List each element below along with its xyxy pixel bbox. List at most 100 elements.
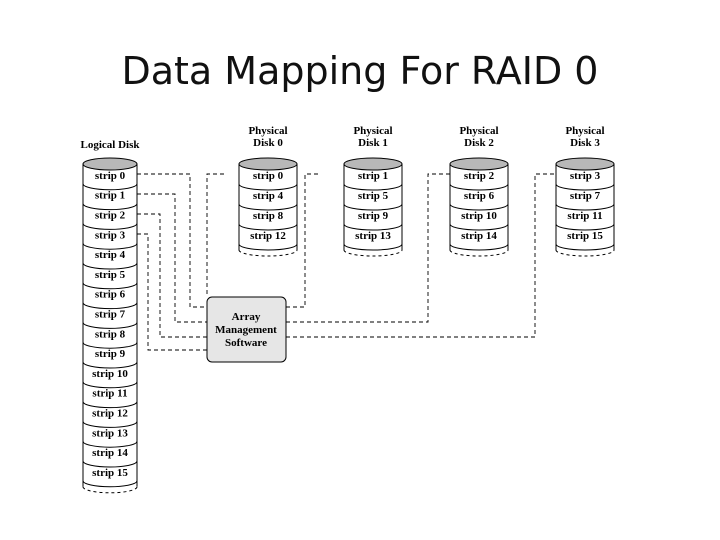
physical-disk-2-row-divider [449,223,509,231]
physical-disk-0-bottom-edge [238,249,298,257]
physical-disk-0-label-line2: Disk 0 [253,137,283,149]
physical-disk-1-strip-label: strip 1 [358,170,388,182]
connector-strip3 [137,233,207,351]
connector-strip1 [137,193,207,323]
physical-disk-1: strip 1 strip 5 strip 9 strip 13 [343,157,403,257]
physical-disk-3-row-divider [555,223,615,231]
physical-disk-3-strip-label: strip 15 [567,230,603,242]
logical-disk-strip-label: strip 12 [92,408,128,420]
logical-disk-strip-label: strip 7 [95,309,126,321]
logical-disk-row-divider [82,401,138,409]
logical-disk-label: Logical Disk [81,139,141,151]
logical-disk-bottom-edge [82,486,138,494]
connector-disk3 [286,173,558,338]
logical-disk-strip-label: strip 11 [92,388,127,400]
physical-disk-1-strip-label: strip 13 [355,230,391,242]
physical-disk-3-strip-label: strip 11 [567,210,602,222]
physical-disk-0-strip-label: strip 8 [253,210,284,222]
software-label-line2: Management [215,324,277,336]
logical-disk-strip-label: strip 3 [95,229,126,241]
physical-disk-3-top [555,157,615,171]
connector-strip0 [137,173,207,308]
physical-disk-3: strip 3 strip 7 strip 11 strip 15 [555,157,615,257]
array-management-software-box [206,296,287,363]
physical-disk-3-strip-label: strip 3 [570,170,601,182]
logical-disk-strip-label: strip 4 [95,249,126,261]
physical-disk-0-top [238,157,298,171]
logical-disk-body [83,164,137,481]
connector-disk2 [286,173,451,323]
physical-disk-1-row-divider [343,223,403,231]
physical-disk-1-row-divider [343,183,403,191]
physical-disk-0: strip 0 strip 4 strip 8 strip 12 [238,157,298,257]
physical-disk-2-strip-label: strip 2 [464,170,495,182]
logical-disk-row-divider [82,361,138,369]
physical-disk-3-bottom-edge [555,249,615,257]
physical-disk-1-bottom-edge [343,249,403,257]
physical-disk-2-row-divider [449,243,509,251]
logical-disk-strip-label: strip 10 [92,368,128,380]
logical-disk-strip-label: strip 2 [95,210,126,222]
physical-disk-3-row-divider [555,183,615,191]
logical-disk-strip-label: strip 9 [95,348,126,360]
physical-disk-3-label-line2: Disk 3 [570,137,600,149]
physical-disk-2-label-line2: Disk 2 [464,137,494,149]
connector-disk1 [286,173,320,308]
software-label-line3: Software [225,337,267,349]
logical-disk-strip-label: strip 1 [95,190,125,202]
slide-title: Data Mapping For RAID 0 [121,49,599,92]
physical-disk-1-row-divider [343,243,403,251]
logical-disk-row-divider [82,203,138,211]
physical-disk-3-strip-label: strip 7 [570,190,601,202]
physical-disk-1-label-line1: Physical [353,125,392,137]
logical-disk: strip 0 strip 1 strip 2 strip 3 strip 4 strip… [82,157,138,494]
logical-disk-row-divider [82,243,138,250]
physical-disk-2-bottom-edge [449,249,509,257]
physical-disk-1-strip-label: strip 9 [358,210,389,222]
logical-disk-row-divider [82,262,138,270]
logical-disk-row-divider [82,480,138,488]
physical-disk-1-strip-label: strip 5 [358,190,389,202]
connector-lines [137,173,558,351]
connector-strip2 [137,213,207,338]
physical-disk-3-row-divider [555,243,615,251]
logical-disk-top [82,157,138,171]
physical-disk-2-strip-label: strip 6 [464,190,495,202]
logical-disk-row-divider [82,223,138,230]
software-label-line1: Array [232,311,261,323]
physical-disk-0-label-line1: Physical [248,125,287,137]
physical-disk-0-row-divider [238,203,298,211]
physical-disk-1-top [343,157,403,171]
physical-disk-0-strip-label: strip 0 [253,170,284,182]
logical-disk-row-divider [82,441,138,448]
logical-disk-row-divider [82,282,138,290]
logical-disk-row-divider [82,460,138,468]
logical-disk-row-divider [82,421,138,428]
physical-disk-1-row-divider [343,203,403,211]
logical-disk-strip-label: strip 14 [92,447,128,459]
physical-disk-2-body [450,164,508,244]
logical-disk-row-divider [82,302,138,310]
physical-disk-0-strip-label: strip 4 [253,190,284,202]
logical-disk-strip-label: strip 8 [95,328,126,340]
logical-disk-strip-label: strip 0 [95,170,126,182]
connector-disk0 [206,173,224,297]
physical-disk-2-label-line1: Physical [459,125,498,137]
logical-disk-strip-label: strip 5 [95,269,126,281]
physical-disk-1-label-line2: Disk 1 [358,137,388,149]
physical-disk-0-row-divider [238,223,298,231]
physical-disk-0-strip-label: strip 12 [250,230,286,242]
logical-disk-row-divider [82,381,138,389]
physical-disk-2-top [449,157,509,171]
physical-disk-0-row-divider [238,243,298,251]
logical-disk-row-divider [82,342,138,349]
logical-disk-row-divider [82,183,138,191]
logical-disk-strip-label: strip 15 [92,467,128,479]
physical-disk-0-body [239,164,297,244]
physical-disk-3-label-line1: Physical [565,125,604,137]
logical-disk-strip-label: strip 6 [95,289,126,301]
logical-disk-row-divider [82,322,138,329]
